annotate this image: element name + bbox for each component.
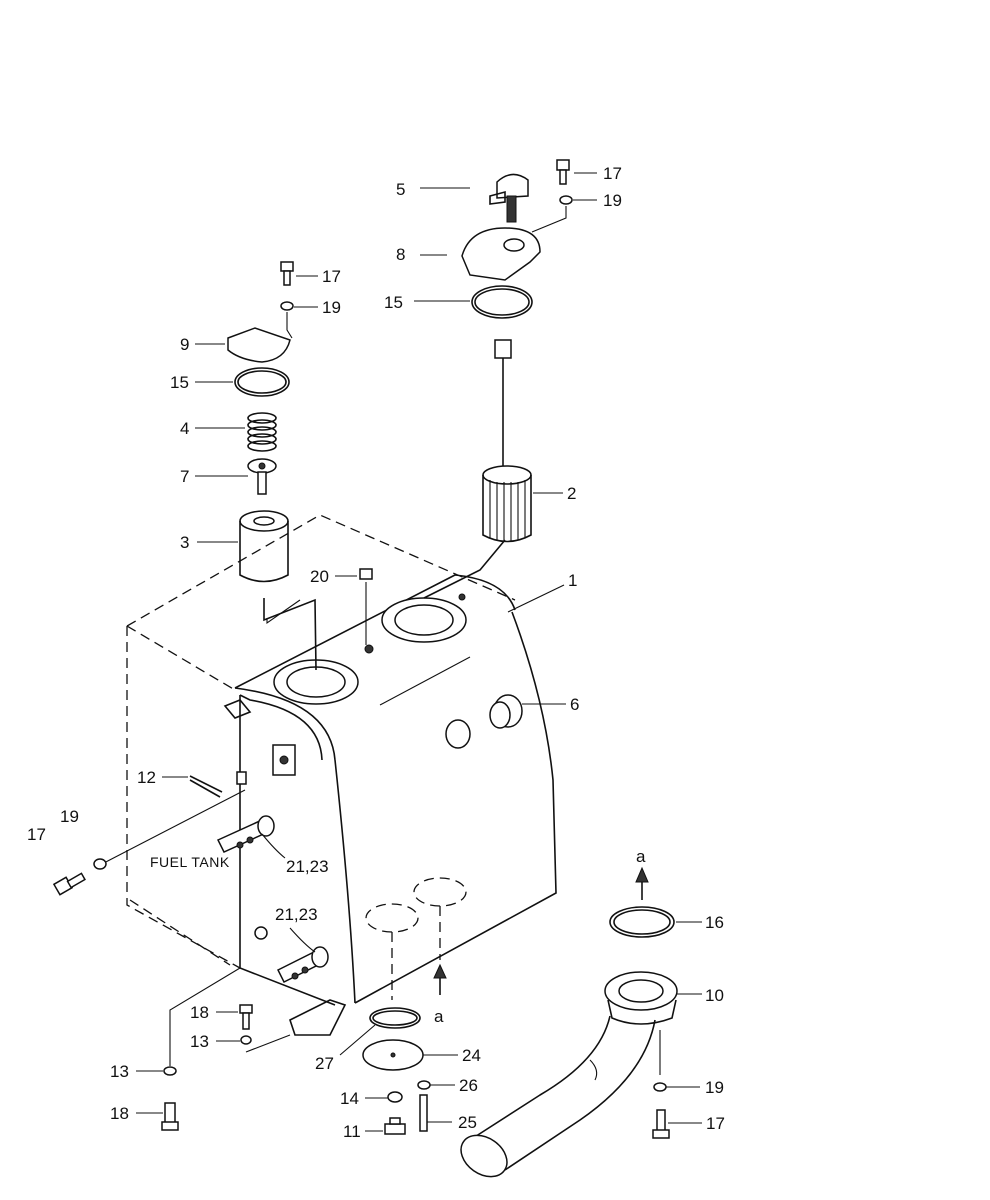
callout-27: 27 xyxy=(315,1054,334,1073)
fuel-tank-label: FUEL TANK xyxy=(150,854,230,870)
mounting-hardware xyxy=(161,967,291,1131)
section-marker-a-upper: a xyxy=(636,847,646,866)
callout-17-top-left: 17 xyxy=(322,267,341,286)
callout-16: 16 xyxy=(705,913,724,932)
callout-19-top-right: 19 xyxy=(603,191,622,210)
callout-17-bottom-right: 17 xyxy=(706,1114,725,1133)
callout-19-bottom-right: 19 xyxy=(705,1078,724,1097)
level-sender-assembly xyxy=(423,159,573,599)
callout-15-right: 15 xyxy=(384,293,403,312)
callout-17-left: 17 xyxy=(27,825,46,844)
suction-pipe-assembly xyxy=(433,866,678,1178)
callout-9: 9 xyxy=(180,335,189,354)
callout-8: 8 xyxy=(396,245,405,264)
callout-24: 24 xyxy=(462,1046,481,1065)
section-marker-a-lower: a xyxy=(434,1007,444,1026)
callout-21-23-lower: 21,23 xyxy=(275,905,318,924)
callout-10: 10 xyxy=(705,986,724,1005)
callout-4: 4 xyxy=(180,419,189,438)
callout-11: 11 xyxy=(343,1122,361,1141)
callout-19-left: 19 xyxy=(60,807,79,826)
callout-6: 6 xyxy=(570,695,579,714)
callout-25: 25 xyxy=(458,1113,477,1132)
callout-13-upper: 13 xyxy=(190,1032,209,1051)
callout-21-23-upper: 21,23 xyxy=(286,857,329,876)
callout-17-top-right: 17 xyxy=(603,164,622,183)
callout-2: 2 xyxy=(567,484,576,503)
callout-12: 12 xyxy=(137,768,156,787)
drain-assembly xyxy=(362,1007,431,1135)
callout-14: 14 xyxy=(340,1089,359,1108)
callout-26: 26 xyxy=(459,1076,478,1095)
leader-lines xyxy=(136,172,702,1132)
callout-18-upper: 18 xyxy=(190,1003,209,1022)
fuel-tank: FUEL TANK xyxy=(126,514,557,1036)
callout-3: 3 xyxy=(180,533,189,552)
callout-15-left: 15 xyxy=(170,373,189,392)
callout-18-lower: 18 xyxy=(110,1104,129,1123)
callout-5: 5 xyxy=(396,180,405,199)
callout-1: 1 xyxy=(568,571,577,590)
callout-19-top-left: 19 xyxy=(322,298,341,317)
return-filter-assembly xyxy=(99,261,373,866)
side-fittings xyxy=(52,694,523,984)
callout-13-lower: 13 xyxy=(110,1062,129,1081)
callout-7: 7 xyxy=(180,467,189,486)
callout-20: 20 xyxy=(310,567,329,586)
callout-labels: 1 2 3 4 5 6 7 8 9 10 11 12 13 13 14 15 1… xyxy=(27,164,725,1141)
